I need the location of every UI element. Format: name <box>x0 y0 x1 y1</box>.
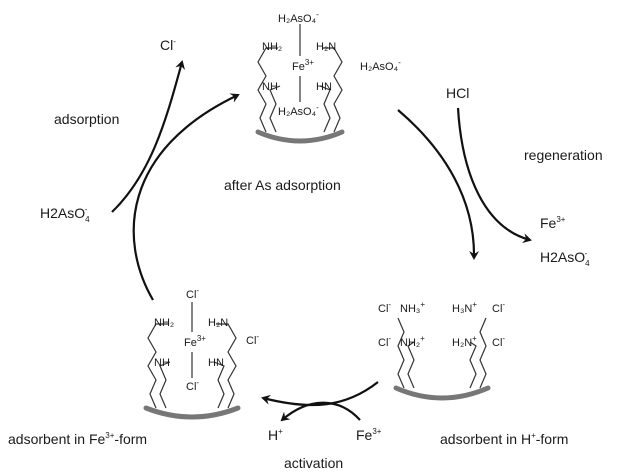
ammonium-nh3: NH₃+ <box>400 300 425 315</box>
chloride-counterion-bl: Cl- <box>378 334 391 349</box>
chloride-release-arrow <box>111 60 186 213</box>
h2aso4-input-species: H2AsO4- <box>40 205 90 224</box>
chloride-counterion-tr: Cl- <box>492 300 505 315</box>
chloride-iron-complex-structure: Cl- Cl- Cl- NH₂ H₂N NH HN Fe3+ <box>143 286 259 420</box>
chloride-ligand-bottom: Cl- <box>186 378 199 393</box>
chloride-counterion-br: Cl- <box>492 334 505 349</box>
ammonium-h3n: H₃N+ <box>452 300 477 315</box>
adsorption-cycle-arrow <box>132 93 240 301</box>
chloride-ligand-right: Cl- <box>246 332 259 347</box>
h-plus-species: H+ <box>268 427 283 443</box>
protonated-amine-structure: Cl- NH₃+ H₃N+ Cl- Cl- NH₂+ H₂N+ Cl- <box>378 300 505 401</box>
amine-hn-right: HN <box>208 357 224 369</box>
fe-form-label: adsorbent in Fe3+-form <box>8 431 147 447</box>
adsorbent-surface <box>255 129 345 144</box>
amine-h2n-right: H₂N <box>208 317 228 329</box>
iron-center: Fe3+ <box>292 58 314 73</box>
arsenate-complex-structure: H₂AsO₄- H₂AsO₄- H₂AsO₄- NH₂ H₂N NH HN Fe… <box>255 10 401 144</box>
adsorption-label: adsorption <box>54 111 119 127</box>
after-as-adsorption-label: after As adsorption <box>224 177 341 193</box>
hcl-input-arrow <box>456 107 532 244</box>
fe3-input-species: Fe3+ <box>356 427 382 443</box>
arsenate-ligand-right: H₂AsO₄- <box>360 58 401 73</box>
adsorbent-surface <box>393 385 491 401</box>
hcl-species: HCl <box>446 85 469 101</box>
adsorbent-surface <box>143 405 241 420</box>
amine-hn-right: HN <box>316 81 332 93</box>
amine-nh-left: NH <box>154 357 170 369</box>
fe3-released-species: Fe3+ <box>540 215 566 231</box>
ammonium-nh2: NH₂+ <box>400 334 425 349</box>
chloride-ligand-top: Cl- <box>186 286 199 301</box>
fe-input-arrow <box>280 401 361 422</box>
chloride-counterion-tl: Cl- <box>378 300 391 315</box>
arsenate-ligand-bottom: H₂AsO₄- <box>278 103 319 118</box>
amine-nh2-left: NH₂ <box>262 41 282 53</box>
regeneration-cycle-arrow <box>397 109 480 260</box>
h-form-label: adsorbent in H+-form <box>440 431 568 447</box>
activation-label: activation <box>284 455 343 471</box>
activation-cycle-arrow <box>261 381 379 407</box>
h2aso4-released-species: H2AsO4- <box>540 249 590 268</box>
amine-nh2-left: NH₂ <box>154 317 174 329</box>
chloride-species: Cl- <box>160 37 176 53</box>
regeneration-label: regeneration <box>524 147 603 163</box>
ammonium-h2n: H₂N+ <box>452 334 477 349</box>
amine-h2n-right: H₂N <box>316 41 336 53</box>
amine-nh-left: NH <box>262 81 278 93</box>
iron-center: Fe3+ <box>184 334 206 349</box>
arsenate-ligand-top: H₂AsO₄- <box>278 10 319 25</box>
